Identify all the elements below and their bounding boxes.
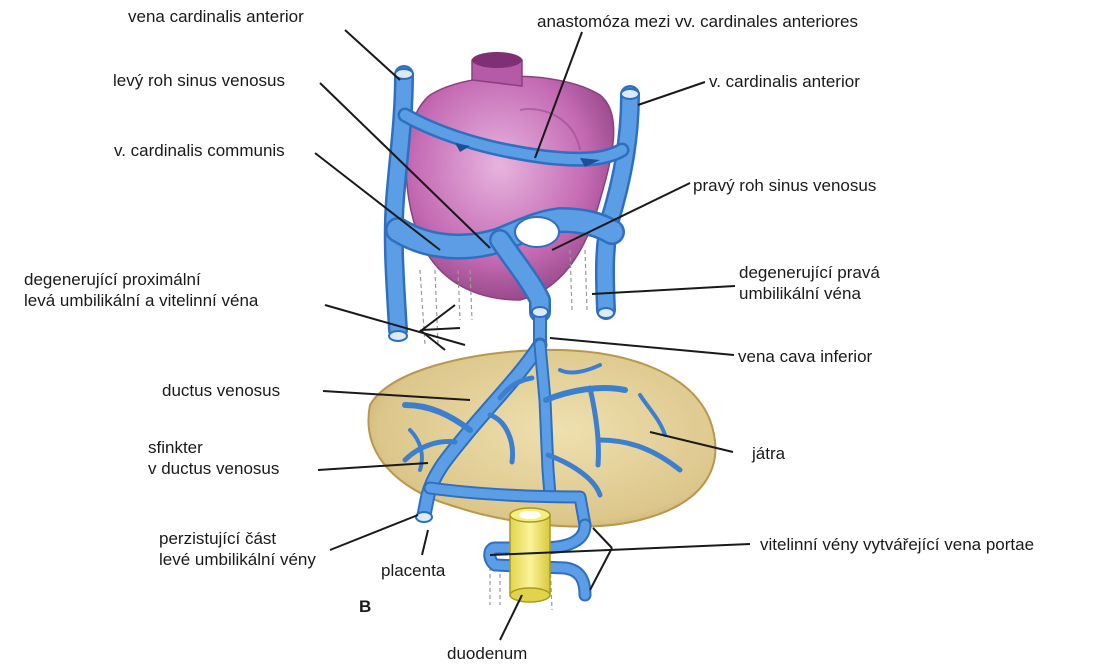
label-v-cardinalis-communis: v. cardinalis communis <box>114 140 285 161</box>
label-line: perzistující část <box>159 528 316 549</box>
leader-arrow-open <box>420 305 460 350</box>
label-levy-roh-sinus-venosus: levý roh sinus venosus <box>113 70 285 91</box>
panel-letter: B <box>359 596 371 617</box>
duodenum-tube <box>510 508 550 602</box>
label-line: v ductus venosus <box>148 458 279 479</box>
label-vena-cava-inferior: vena cava inferior <box>738 346 872 367</box>
label-ductus-venosus: ductus venosus <box>162 380 280 401</box>
label-line: levé umbilikální vény <box>159 549 316 570</box>
label-line: levá umbilikální a vitelinní véna <box>24 290 258 311</box>
label-perzistujici: perzistující část levé umbilikální vény <box>159 528 316 570</box>
label-jatra: játra <box>752 443 785 464</box>
label-duodenum: duodenum <box>447 643 527 664</box>
label-line: degenerující pravá <box>739 262 880 283</box>
label-line: sfinkter <box>148 437 279 458</box>
label-pravy-roh-sinus-venosus: pravý roh sinus venosus <box>693 175 876 196</box>
label-v-cardinalis-anterior-right: v. cardinalis anterior <box>709 71 860 92</box>
label-line: umbilikální véna <box>739 283 880 304</box>
label-sfinkter: sfinkter v ductus venosus <box>148 437 279 479</box>
label-vitelinni-veny: vitelinní vény vytvářející vena portae <box>760 534 1034 555</box>
label-degenerujici-prava: degenerující pravá umbilikální véna <box>739 262 880 304</box>
label-anastomoza: anastomóza mezi vv. cardinales anteriore… <box>537 11 858 32</box>
label-degenerujici-proximalni: degenerující proximální levá umbilikální… <box>24 269 258 311</box>
label-placenta: placenta <box>381 560 445 581</box>
label-line: degenerující proximální <box>24 269 258 290</box>
label-vena-cardinalis-anterior: vena cardinalis anterior <box>128 6 304 27</box>
